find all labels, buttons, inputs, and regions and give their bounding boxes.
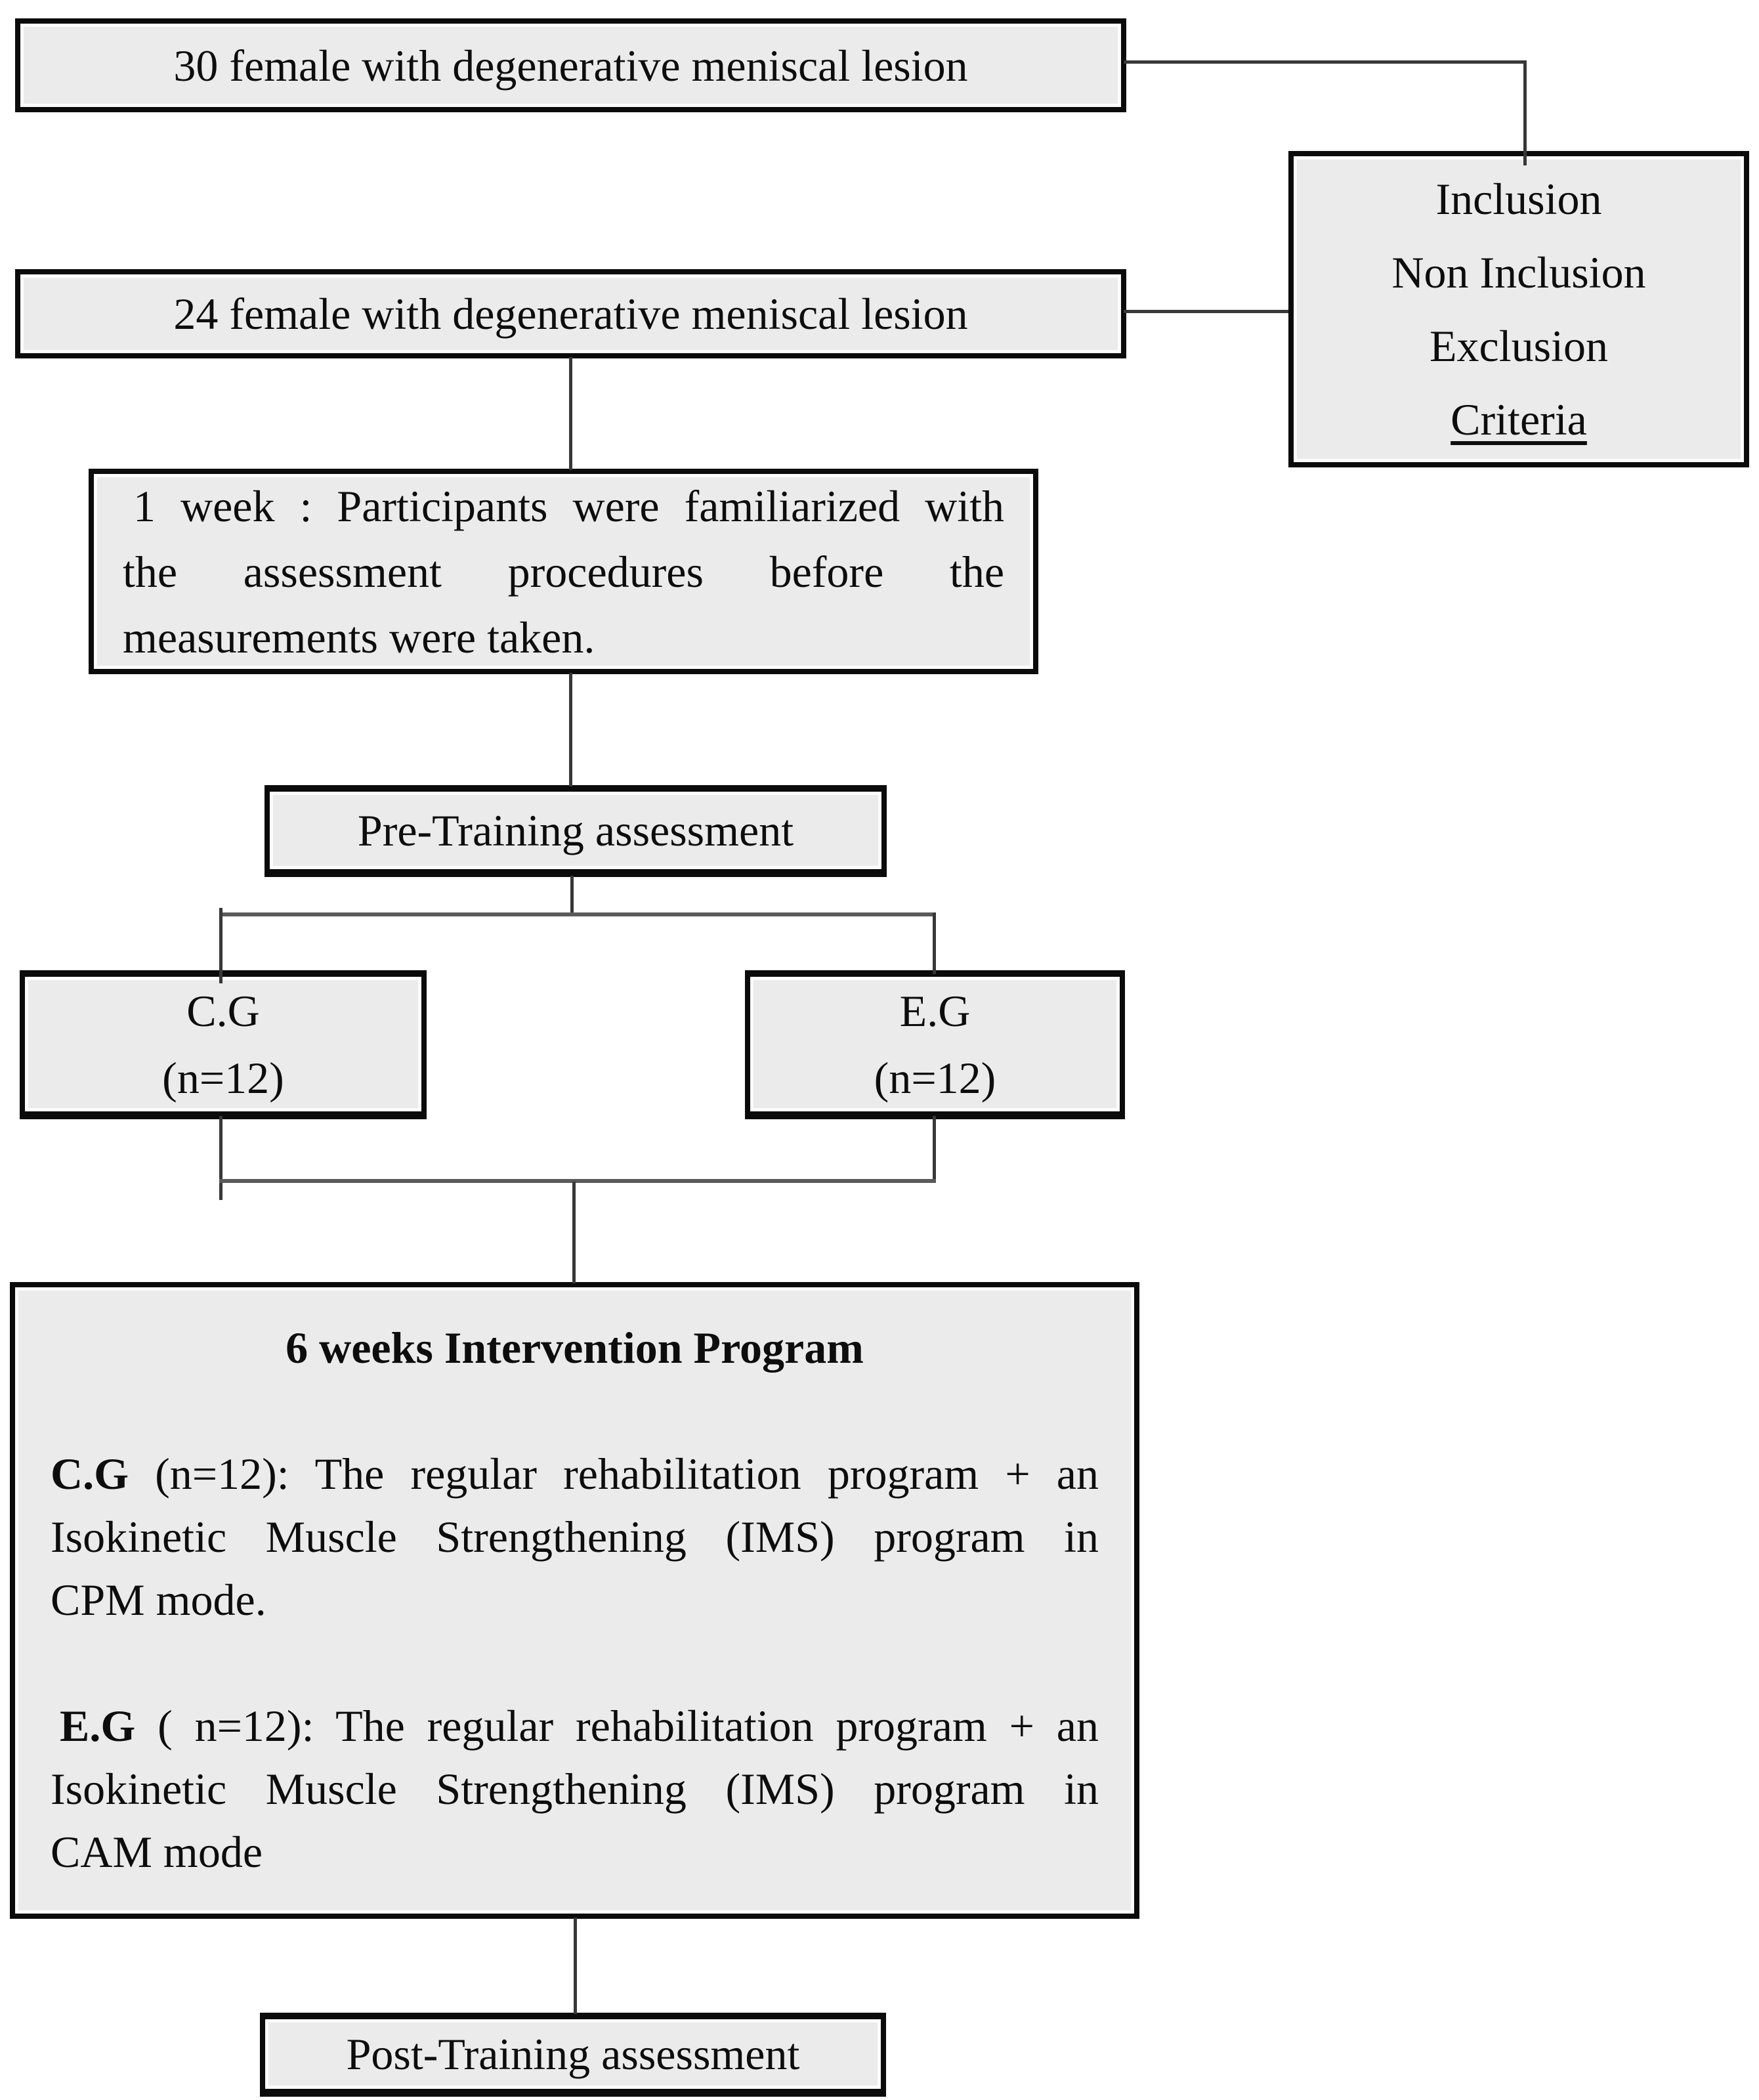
connector-merge-to-intervention <box>572 1182 576 1283</box>
familiarization-line-2: the assessment procedures before the <box>123 546 1004 597</box>
connector-familiarization-to-pretraining <box>569 673 572 786</box>
criteria-line-exclusion: Exclusion <box>1430 321 1608 371</box>
experimental-group-size: (n=12) <box>874 1052 996 1103</box>
node-pretraining-box: Pre-Training assessment <box>265 785 887 877</box>
intervention-cg-lead: C.G <box>51 1449 129 1499</box>
intervention-spacer-2 <box>51 1631 1099 1694</box>
criteria-line-non-inclusion: Non Inclusion <box>1391 247 1646 297</box>
control-group-size: (n=12) <box>162 1052 284 1103</box>
intervention-eg-lead: E.G <box>60 1701 136 1751</box>
criteria-line-criteria: Criteria <box>1451 395 1587 444</box>
intervention-eg-line-1: E.G ( n=12): The regular rehabilitation … <box>51 1694 1099 1757</box>
enrolled-label: 30 female with degenerative meniscal les… <box>173 40 968 91</box>
intervention-cg-paragraph: C.G (n=12): The regular rehabilitation p… <box>51 1442 1099 1631</box>
intervention-eg-paragraph: E.G ( n=12): The regular rehabilitation … <box>51 1694 1099 1883</box>
intervention-eg-line-2: Isokinetic Muscle Strengthening (IMS) pr… <box>51 1764 1099 1814</box>
merge-branch-right <box>933 1116 936 1182</box>
familiarization-line-3: measurements were taken. <box>123 612 595 662</box>
posttraining-label: Post-Training assessment <box>346 2029 800 2079</box>
connector-enrolled-to-criteria-horizontal <box>1124 60 1527 64</box>
split-branch-right <box>933 912 936 974</box>
pretraining-label: Pre-Training assessment <box>357 805 794 855</box>
node-enrolled-box: 30 female with degenerative meniscal les… <box>15 18 1126 112</box>
connector-intervention-to-posttraining <box>574 1918 577 2014</box>
node-included-box: 24 female with degenerative meniscal les… <box>15 269 1126 358</box>
intervention-spacer-1 <box>51 1379 1099 1442</box>
node-intervention-box: 6 weeks Intervention Program C.G (n=12):… <box>10 1282 1139 1919</box>
included-label: 24 female with degenerative meniscal les… <box>173 289 968 339</box>
intervention-cg-line-2: Isokinetic Muscle Strengthening (IMS) pr… <box>51 1512 1099 1562</box>
node-experimental-group-box: E.G (n=12) <box>745 970 1125 1119</box>
merge-rail <box>219 1179 936 1183</box>
connector-enrolled-to-criteria-vertical <box>1523 60 1527 165</box>
merge-branch-left <box>219 1116 223 1200</box>
node-criteria-box: Inclusion Non Inclusion Exclusion Criter… <box>1288 151 1749 467</box>
intervention-eg-line-3: CAM mode <box>51 1827 263 1877</box>
experimental-group-name: E.G <box>899 985 971 1036</box>
split-branch-left <box>219 908 223 983</box>
control-group-name: C.G <box>186 985 260 1036</box>
familiarization-line-1: 1 week : Participants were familiarized … <box>133 481 1004 531</box>
intervention-cg-line-3: CPM mode. <box>51 1575 266 1625</box>
node-control-group-box: C.G (n=12) <box>20 970 427 1119</box>
intervention-cg-line-1-rest: (n=12): The regular rehabilitation progr… <box>129 1449 1099 1499</box>
intervention-cg-line-1: C.G (n=12): The regular rehabilitation p… <box>51 1442 1099 1505</box>
connector-pretraining-to-split <box>570 876 574 915</box>
intervention-title: 6 weeks Intervention Program <box>286 1323 864 1373</box>
connector-included-to-criteria <box>1124 310 1288 313</box>
node-posttraining-box: Post-Training assessment <box>260 2013 886 2097</box>
intervention-eg-line-1-rest: ( n=12): The regular rehabilitation prog… <box>135 1701 1099 1751</box>
criteria-line-inclusion: Inclusion <box>1435 174 1602 224</box>
connector-included-to-familiarization <box>569 357 572 470</box>
split-rail <box>219 912 936 916</box>
node-familiarization-box: 1 week : Participants were familiarized … <box>89 469 1038 674</box>
